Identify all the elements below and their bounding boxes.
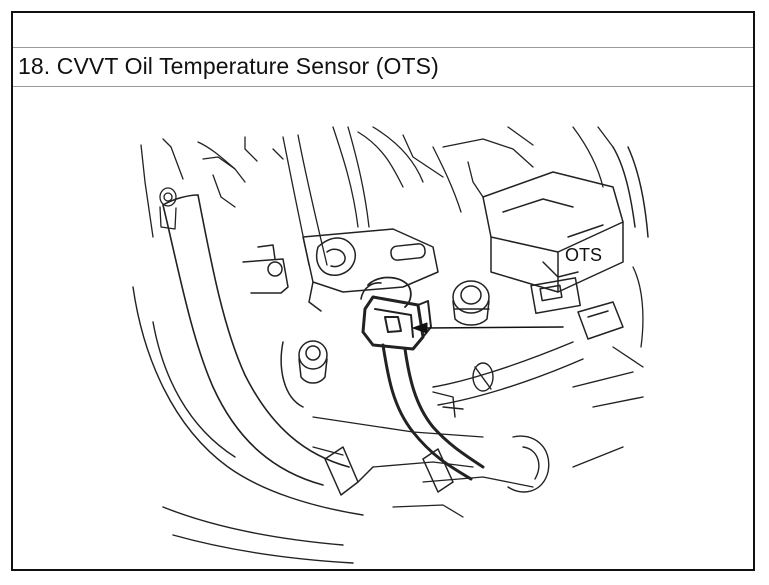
- engine-bracket-upper-left: [140, 134, 328, 266]
- engine-illustration: [13, 87, 753, 569]
- lower-engine-frame: [312, 416, 534, 518]
- right-electrical-connector: [482, 146, 649, 340]
- title-bar: 18. CVVT Oil Temperature Sensor (OTS): [13, 47, 753, 87]
- ots-callout-leader: [412, 322, 564, 334]
- upper-wiring-loom: [332, 126, 462, 228]
- mounting-bolt-right: [452, 280, 490, 326]
- page-frame: 18. CVVT Oil Temperature Sensor (OTS): [11, 11, 755, 571]
- left-coolant-hose: [162, 194, 350, 486]
- engine-housing-right: [442, 126, 644, 368]
- header-strip: [13, 13, 753, 47]
- engine-drawing: [132, 126, 649, 564]
- mounting-bolt-lower-left: [280, 340, 328, 408]
- central-mounting-bracket: [242, 228, 439, 312]
- lower-right-pipe: [432, 341, 644, 493]
- lower-left-hose: [132, 286, 364, 564]
- page-title: 18. CVVT Oil Temperature Sensor (OTS): [18, 53, 439, 79]
- ots-sensor: [360, 276, 485, 481]
- ots-callout-label: OTS: [565, 245, 603, 265]
